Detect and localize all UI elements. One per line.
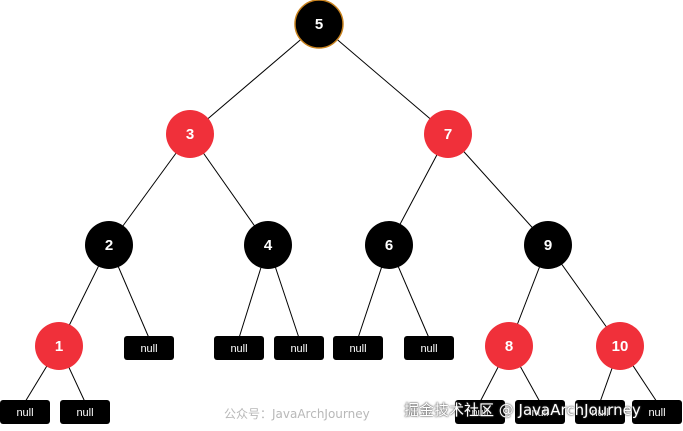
tree-node-1: 1 [35,322,83,370]
node-key-label: 7 [444,126,452,143]
null-leaf: null [515,400,565,424]
black-node-circle [294,0,344,49]
tree-node-10: 10 [596,322,644,370]
tree-node-9: 9 [524,221,572,269]
node-key-label: 2 [105,237,113,254]
node-key-label: 6 [385,237,393,254]
wechat-watermark: 公众号：JavaArchJourney [224,407,370,421]
null-leaf-label: null [531,407,548,419]
null-leaf-label: null [16,407,33,419]
null-leaf: null [333,336,383,360]
null-leaf: null [455,400,505,424]
red-node-circle [485,322,533,370]
null-leaf-box [515,400,565,424]
null-leaf-label: null [471,407,488,419]
red-node-circle [166,110,214,158]
tree-node-4: 4 [244,221,292,269]
node-key-label: 5 [315,16,323,33]
null-leaf-label: null [290,343,307,355]
null-leaf-box [124,336,174,360]
null-leaf: null [404,336,454,360]
black-node-circle [244,221,292,269]
tree-nodes: 5 3 7 2 4 6 9 1 8 10 [35,0,644,370]
red-node-circle [35,322,83,370]
null-leaf-box [214,336,264,360]
null-leaf: null [0,400,50,424]
node-key-label: 1 [55,338,63,355]
null-leaf-box [632,400,682,424]
null-leaf: null [274,336,324,360]
null-leaf-label: null [76,407,93,419]
black-node-circle [524,221,572,269]
null-leaf-label: null [591,407,608,419]
null-leaf: null [214,336,264,360]
null-leaf-label: null [420,343,437,355]
null-leaf-box [60,400,110,424]
black-node-circle [365,221,413,269]
null-leaf-box [0,400,50,424]
null-leaf-box [455,400,505,424]
tree-node-2: 2 [85,221,133,269]
tree-node-8: 8 [485,322,533,370]
null-leaf: null [60,400,110,424]
tree-node-5: 5 [294,0,344,49]
node-key-label: 10 [612,338,629,355]
black-node-circle [85,221,133,269]
null-leaf: null [124,336,174,360]
tree-node-3: 3 [166,110,214,158]
null-leaf-label: null [140,343,157,355]
tree-node-7: 7 [424,110,472,158]
node-key-label: 8 [505,338,513,355]
tree-edge [318,23,449,135]
tree-edge [189,23,320,135]
null-leaf: null [575,400,625,424]
null-leaf-label: null [230,343,247,355]
null-leaf-label: null [349,343,366,355]
null-leaf: null [632,400,682,424]
node-key-label: 4 [264,237,273,254]
tree-node-6: 6 [365,221,413,269]
null-leaf-label: null [648,407,665,419]
juejin-watermark: 掘金技术社区 @ JavaArchJourney [404,401,641,419]
node-key-label: 9 [544,237,552,254]
node-key-label: 3 [186,126,194,143]
red-node-circle [424,110,472,158]
null-leaves: null null null null null null null null null null… [0,336,682,424]
null-leaf-box [575,400,625,424]
red-node-circle [596,322,644,370]
null-leaf-box [333,336,383,360]
tree-edge [447,133,549,246]
null-leaf-box [404,336,454,360]
null-leaf-box [274,336,324,360]
